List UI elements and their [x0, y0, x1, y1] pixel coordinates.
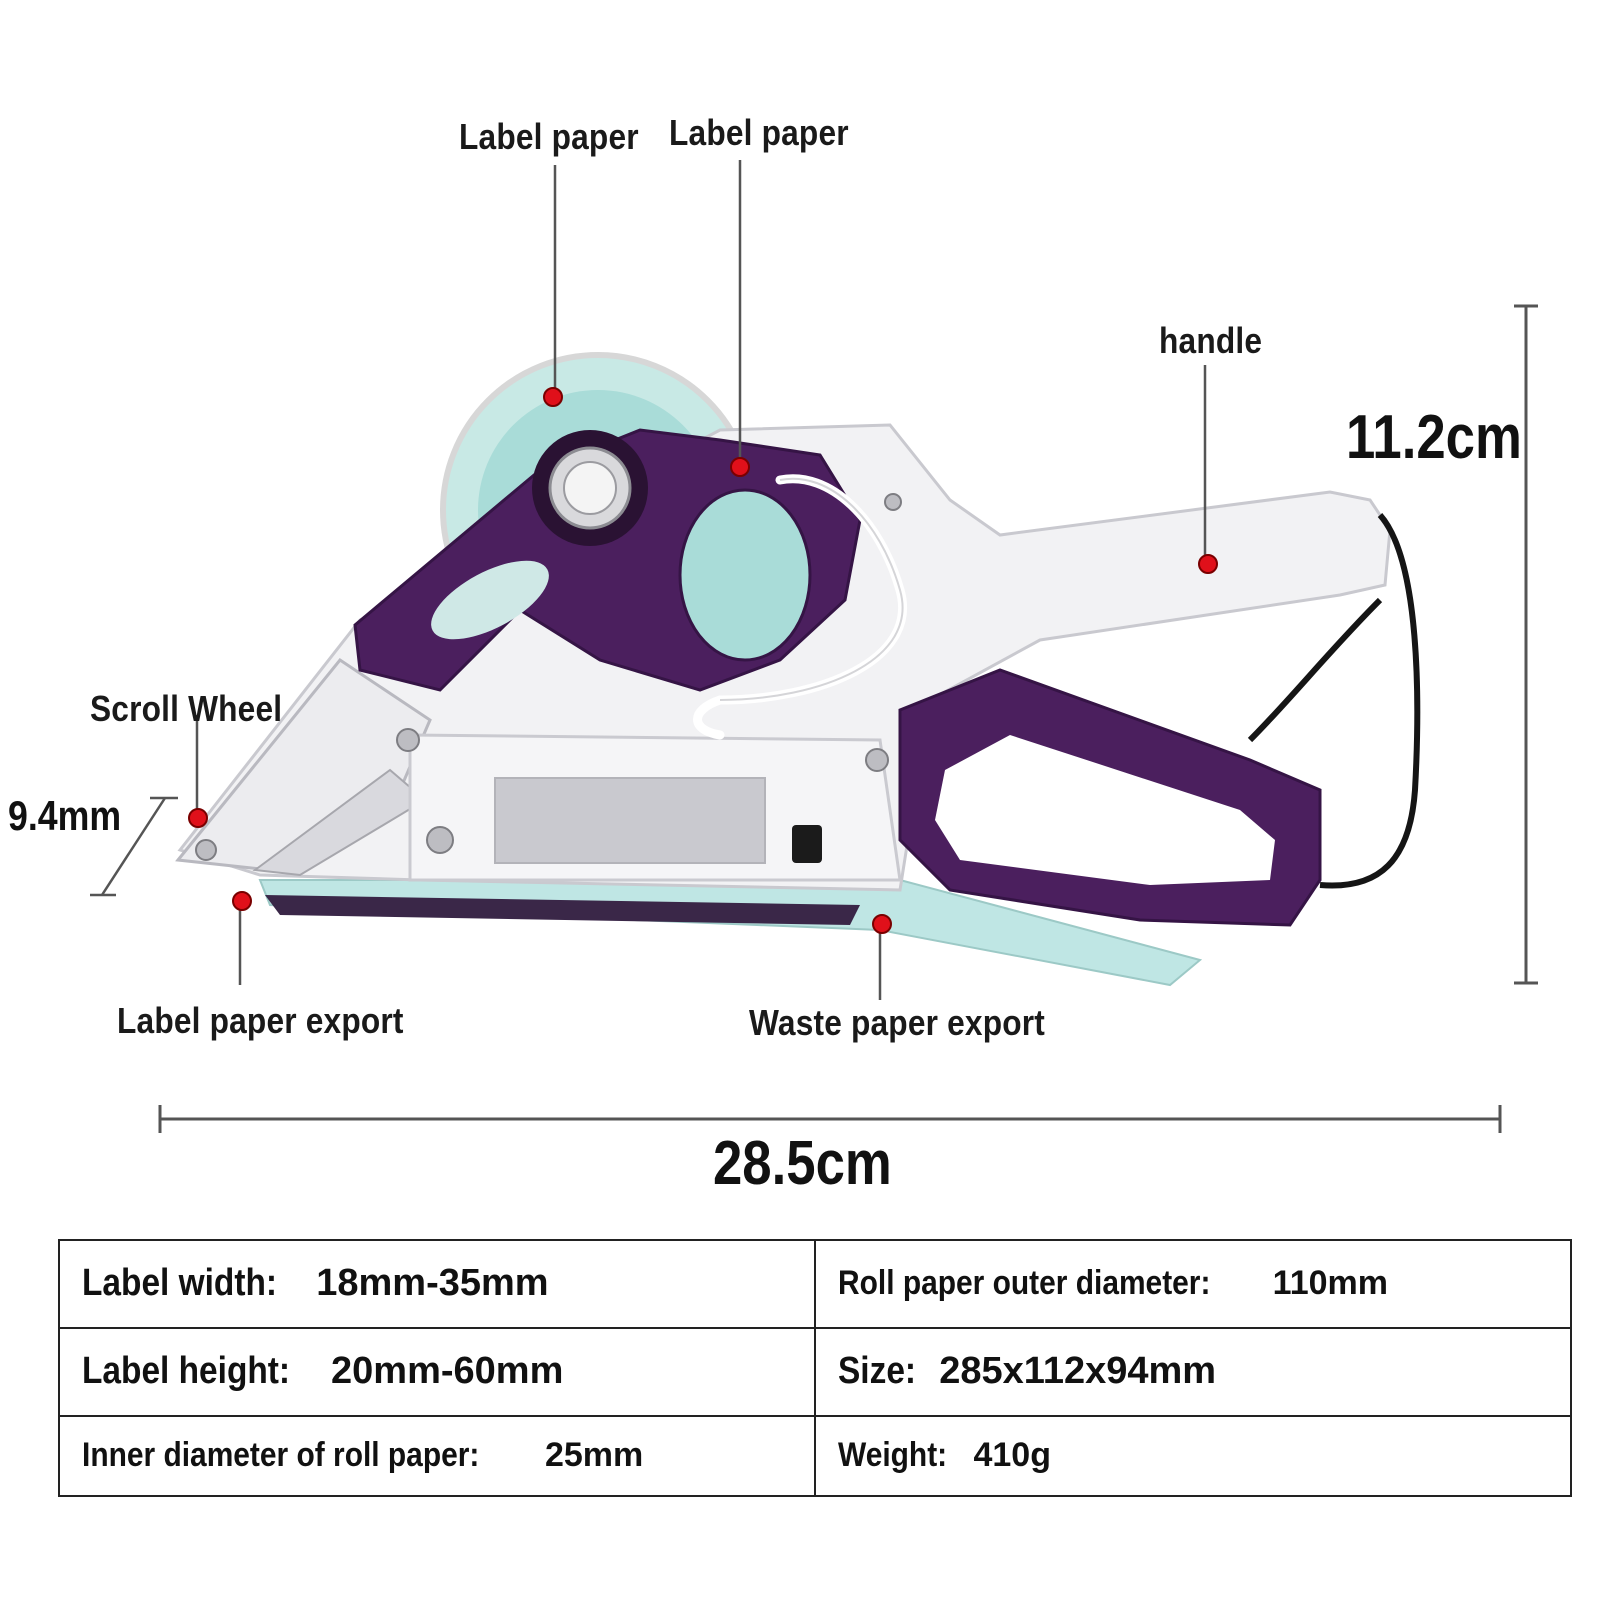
callout-handle: handle: [1159, 320, 1263, 361]
cover-slot: [431, 560, 549, 640]
height-dimension-line: [1514, 304, 1538, 985]
screw: [426, 826, 454, 854]
switch: [792, 825, 822, 863]
screw: [865, 748, 889, 772]
trigger-opening: [935, 735, 1275, 885]
spec-key: Weight:: [838, 1436, 948, 1475]
screw: [884, 493, 902, 511]
spec-row: Label width: 18mm-35mm Roll paper outer …: [58, 1239, 1572, 1329]
spec-value: 18mm-35mm: [316, 1262, 549, 1305]
rope-shadow: [719, 477, 904, 701]
spec-value: 285x112x94mm: [939, 1350, 1217, 1393]
spec-row: Inner diameter of roll paper: 25mm Weigh…: [58, 1414, 1572, 1498]
spec-cell-label-width: Label width: 18mm-35mm: [58, 1239, 816, 1329]
callout-label-paper-cover: Label paper: [669, 112, 849, 153]
leader-lines: [195, 160, 1207, 1000]
spec-value: 25mm: [544, 1436, 644, 1475]
spec-cell-label-height: Label height: 20mm-60mm: [58, 1326, 816, 1417]
spec-value: 410g: [973, 1436, 1051, 1475]
spec-table: Label width: 18mm-35mm Roll paper outer …: [58, 1239, 1572, 1498]
length-dimension-line: [158, 1105, 1502, 1133]
lanyard: [1319, 513, 1421, 889]
markers: [188, 387, 1218, 934]
base-plate: [265, 895, 860, 925]
callout-label-paper-roll: Label paper: [459, 116, 639, 157]
spec-cell-outer-diameter: Roll paper outer diameter: 110mm: [814, 1239, 1572, 1329]
label-window: [494, 777, 766, 864]
screw: [195, 839, 217, 861]
spec-key: Size:: [838, 1350, 917, 1393]
height-dimension: 11.2cm: [1346, 403, 1522, 472]
spec-key: Label width:: [82, 1262, 278, 1305]
tip-dimension-line: [90, 796, 178, 897]
spec-key: Label height:: [82, 1350, 291, 1393]
callout-scroll-wheel: Scroll Wheel: [90, 688, 283, 729]
spec-cell-weight: Weight: 410g: [814, 1414, 1572, 1498]
callout-label-paper-export: Label paper export: [117, 1000, 404, 1041]
spec-key: Roll paper outer diameter:: [838, 1264, 1211, 1303]
screw: [396, 728, 420, 752]
spec-cell-inner-diameter: Inner diameter of roll paper: 25mm: [58, 1414, 816, 1498]
spec-value: 20mm-60mm: [331, 1350, 564, 1393]
lanyard-loop: [1247, 597, 1383, 743]
spec-cell-size: Size: 285x112x94mm: [814, 1326, 1572, 1417]
spec-key: Inner diameter of roll paper:: [82, 1436, 480, 1475]
spec-row: Label height: 20mm-60mm Size: 285x112x94…: [58, 1326, 1572, 1417]
length-dimension: 28.5cm: [713, 1129, 892, 1198]
tip-dimension: 9.4mm: [8, 792, 122, 839]
callout-waste-paper-export: Waste paper export: [749, 1002, 1045, 1043]
roll-hub-core: [563, 461, 617, 515]
cover-window: [678, 488, 812, 662]
spec-value: 110mm: [1272, 1264, 1388, 1303]
